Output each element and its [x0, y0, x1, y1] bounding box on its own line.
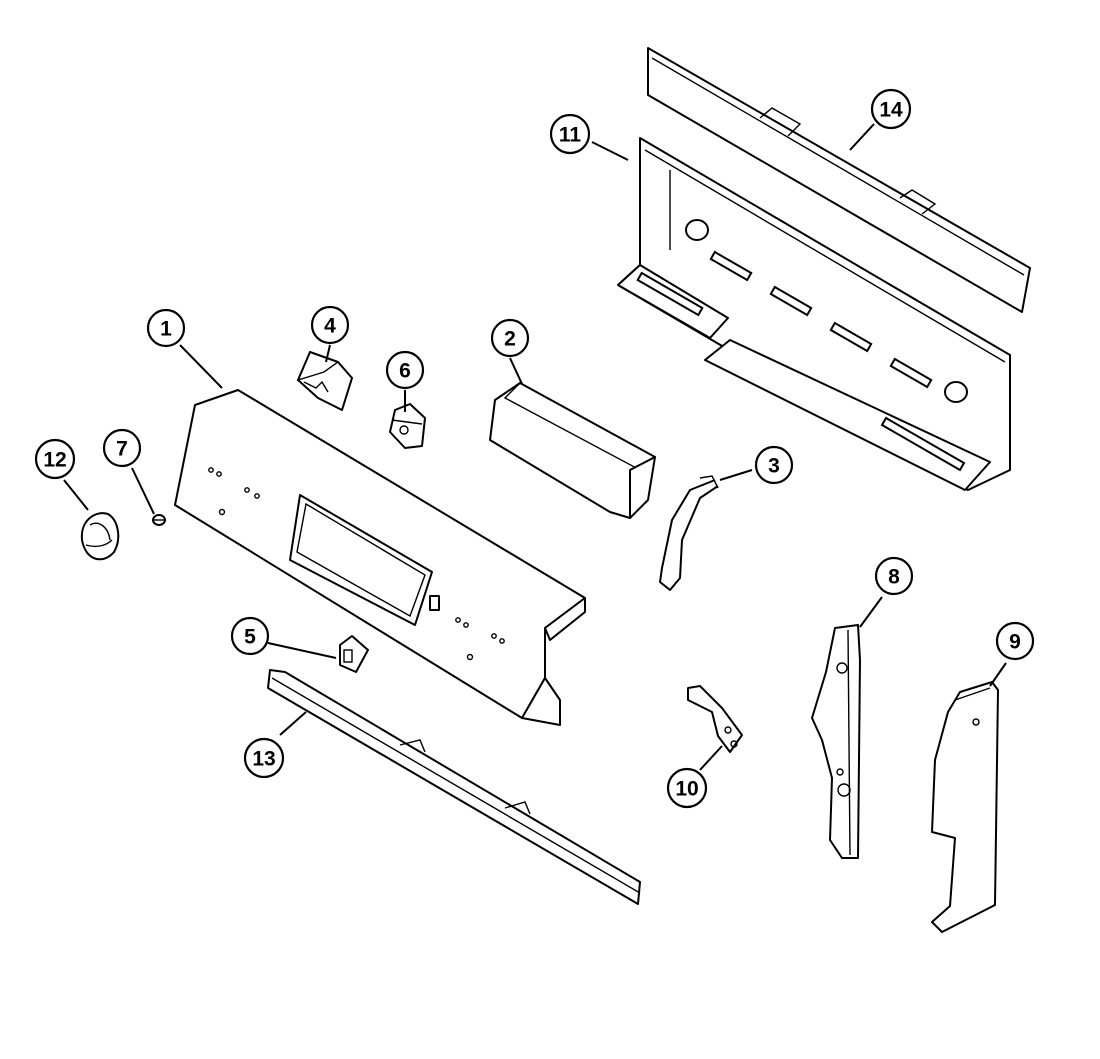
callout-5-label: 5 [244, 626, 256, 649]
callout-8: 8 [874, 556, 914, 596]
callout-2: 2 [490, 318, 530, 358]
callout-2-label: 2 [504, 328, 516, 351]
part-8-side-bracket [811, 624, 861, 859]
part-2-electronic-control [489, 382, 657, 519]
part-10-hinge [687, 685, 743, 753]
part-6-switch [389, 403, 426, 449]
callout-9-label: 9 [1009, 631, 1021, 654]
callout-10: 10 [666, 767, 708, 809]
callout-14-label: 14 [879, 99, 903, 122]
callout-8-label: 8 [888, 566, 900, 589]
part-12-knob [80, 512, 120, 561]
callout-11-label: 11 [559, 124, 582, 147]
part-11-rear-panel [617, 137, 1011, 491]
leader-5 [267, 642, 337, 659]
callout-7: 7 [102, 428, 142, 468]
callout-11: 11 [549, 113, 591, 155]
callout-9: 9 [995, 621, 1035, 661]
part-7-insert [152, 514, 166, 526]
part-9-end-cap [931, 681, 999, 933]
callout-3-label: 3 [768, 455, 780, 478]
callout-12: 12 [34, 438, 76, 480]
callout-13: 13 [243, 737, 285, 779]
leader-4 [325, 344, 331, 363]
part-13-bottom-trim [267, 669, 641, 905]
part-3-bracket [659, 475, 719, 591]
leader-2 [509, 357, 523, 385]
leader-7 [131, 467, 155, 515]
part-4-relay [296, 351, 353, 411]
leader-13 [279, 711, 307, 736]
leader-1 [179, 344, 223, 389]
callout-6: 6 [385, 350, 425, 390]
part-5-rocker-switch [339, 635, 369, 673]
callout-6-label: 6 [399, 360, 411, 383]
callout-5: 5 [230, 616, 270, 656]
part-1-control-panel [174, 389, 586, 726]
callout-7-label: 7 [116, 438, 128, 461]
leader-12 [63, 479, 89, 511]
leader-8 [859, 596, 883, 628]
callout-1-label: 1 [160, 318, 172, 341]
leader-14 [849, 123, 875, 151]
callout-12-label: 12 [43, 449, 66, 472]
callout-4-label: 4 [324, 315, 336, 338]
leader-3 [719, 469, 753, 481]
callout-14: 14 [870, 88, 912, 130]
callout-10-label: 10 [675, 778, 698, 801]
leader-9 [989, 662, 1007, 687]
callout-3: 3 [754, 445, 794, 485]
leader-lines [63, 123, 1007, 771]
leader-11 [591, 141, 629, 161]
leader-10 [699, 745, 723, 771]
part-14-top-trim [647, 47, 1031, 313]
callout-13-label: 13 [252, 748, 275, 771]
callout-4: 4 [310, 305, 350, 345]
callout-1: 1 [146, 308, 186, 348]
